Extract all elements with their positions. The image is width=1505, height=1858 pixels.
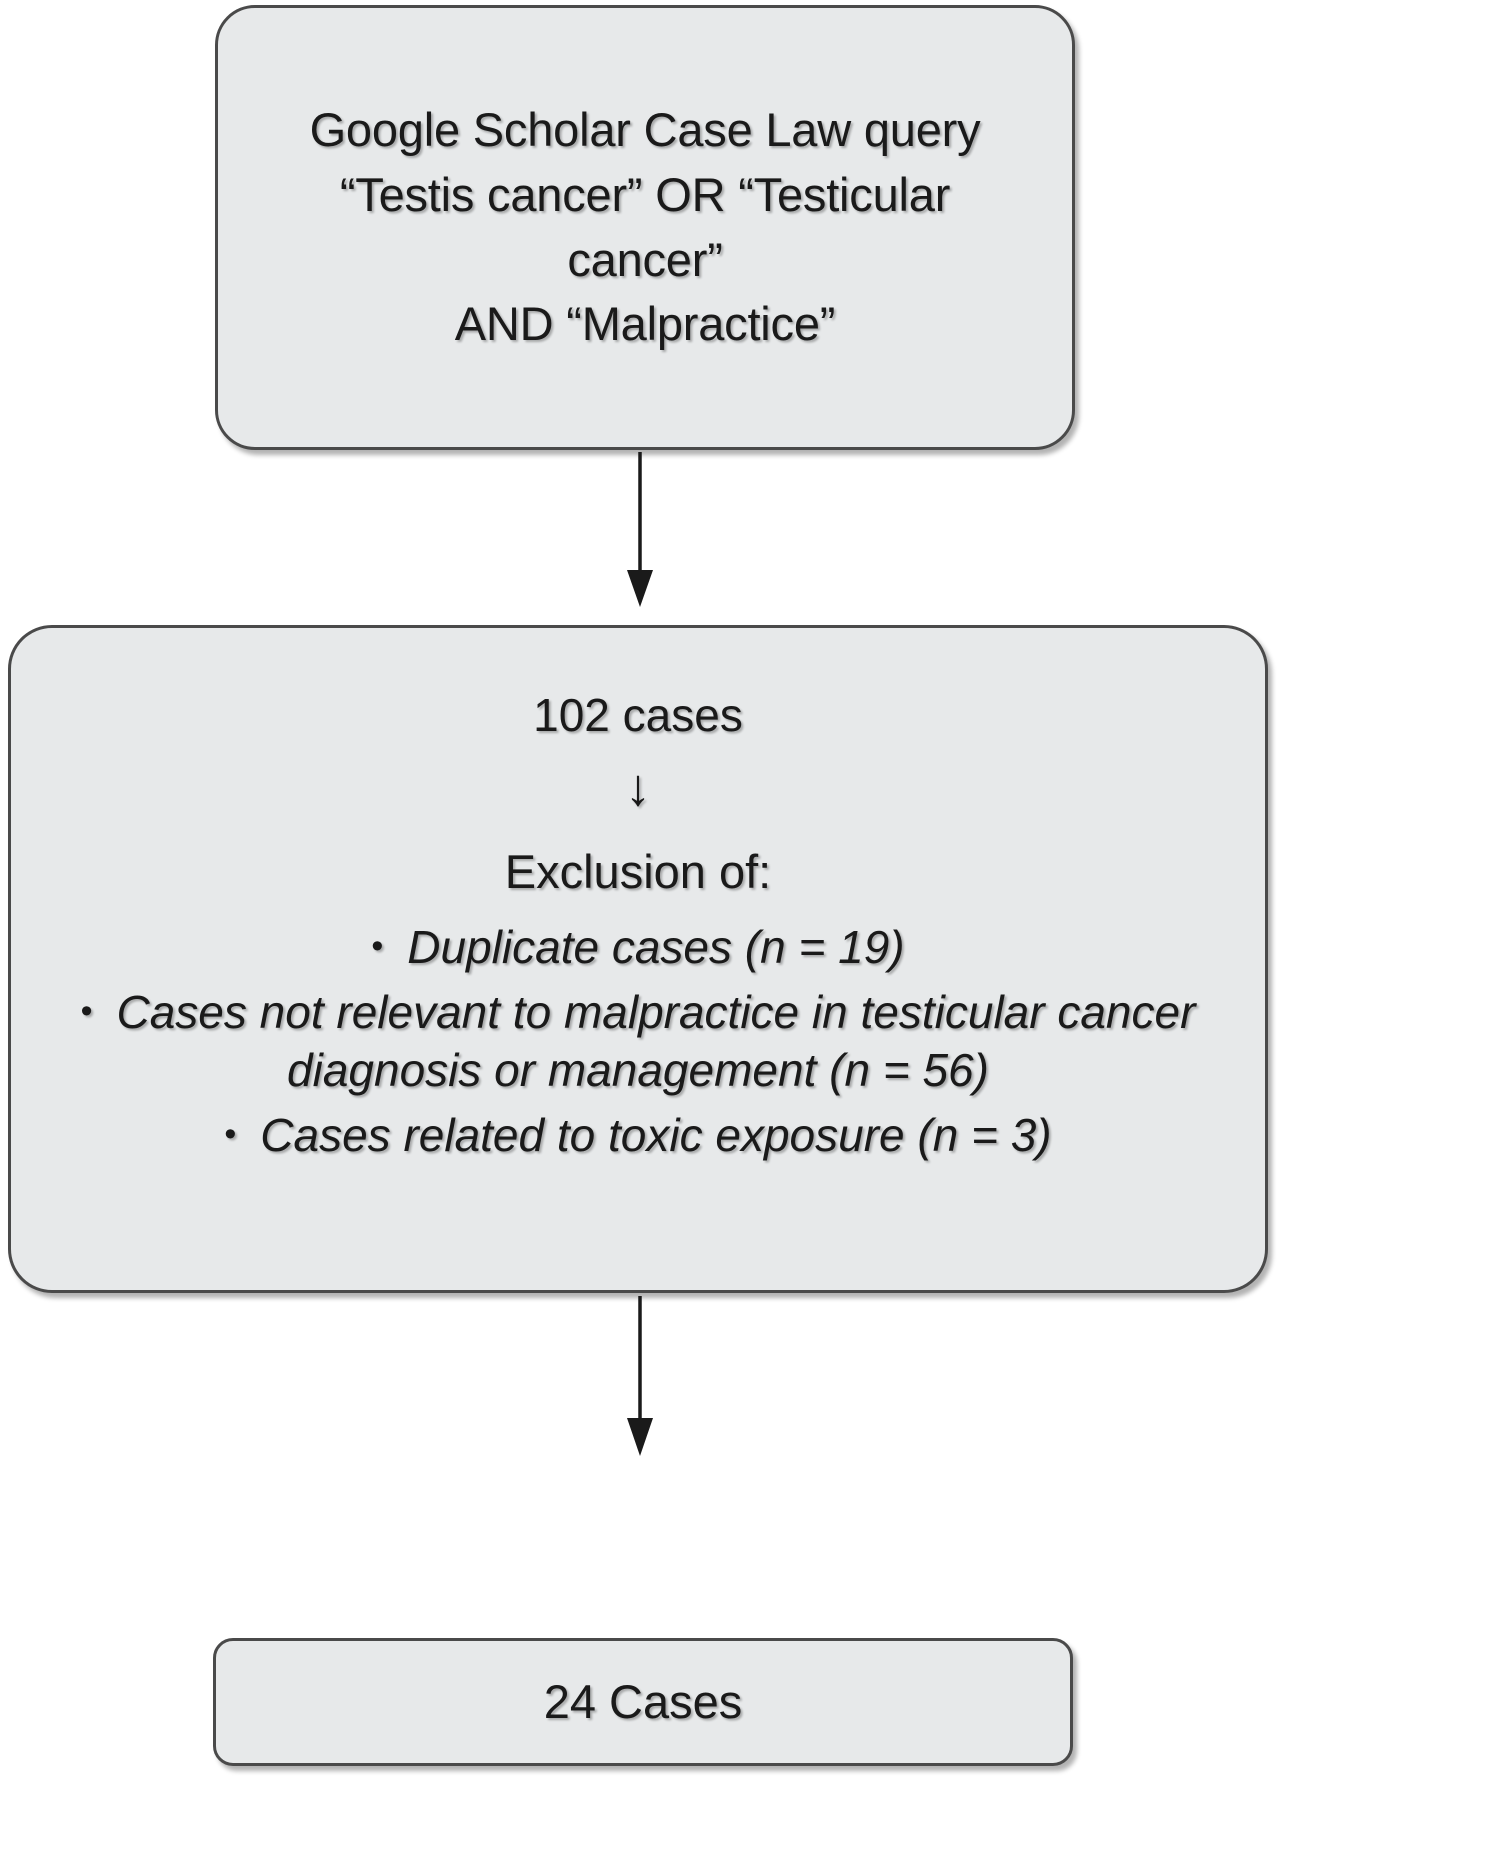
case-count-label: 102 cases [533,689,743,741]
exclusion-text: Cases related to toxic exposure (n = 3) [260,1109,1052,1162]
query-line-4: AND “Malpractice” [454,297,836,351]
screening-exclusion-box: 102 cases ↓ Exclusion of: • Duplicate cas… [8,625,1268,1293]
bullet-icon: • [224,1115,237,1154]
down-arrow-icon [627,452,653,607]
list-item: • Duplicate cases (n = 19) [11,918,1265,977]
down-arrow-icon [627,1296,653,1456]
exclusion-list: • Duplicate cases (n = 19) • Cases not rel… [11,912,1265,1172]
query-line-2: “Testis cancer” OR “Testicular [339,167,951,221]
exclusion-text: Cases not relevant to malpractice in tes… [116,985,1196,1097]
exclusion-text: Duplicate cases (n = 19) [407,920,905,973]
list-item: • Cases not relevant to malpractice in te… [11,983,1265,1101]
query-line-1: Google Scholar Case Law query [309,102,981,156]
bullet-icon: • [371,926,384,965]
query-line-3: cancer” [567,232,723,286]
search-query-box: Google Scholar Case Law query “Testis ca… [215,5,1075,450]
arrow-query-to-screening [600,452,680,617]
included-cases-label: 24 Cases [543,1675,743,1729]
list-item: • Cases related to toxic exposure (n = 3) [11,1106,1265,1165]
included-cases-box: 24 Cases [213,1638,1073,1766]
arrow-screening-to-final [600,1296,680,1466]
down-arrow-glyph-icon: ↓ [625,759,651,818]
exclusion-heading: Exclusion of: [504,844,772,898]
bullet-icon: • [80,991,93,1030]
